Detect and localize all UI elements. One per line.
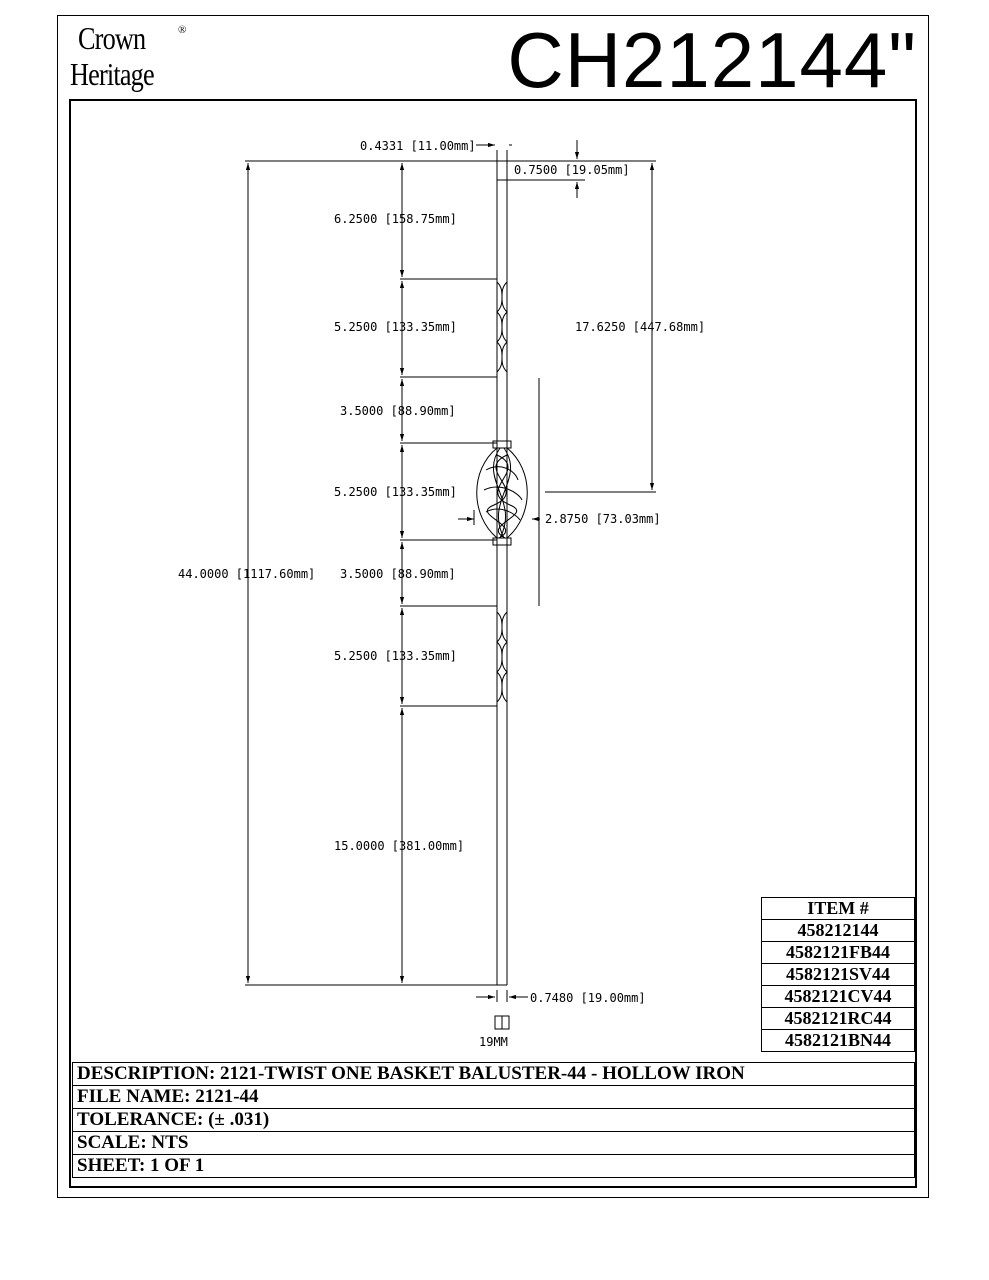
top-length-label: 0.7500 [19.05mm]	[514, 163, 630, 177]
bottom-width-dimension-line	[476, 990, 528, 1002]
sheet-row: SHEET: 1 OF 1	[72, 1154, 915, 1178]
lower-collar	[492, 537, 512, 546]
segment-4-label: 5.2500 [133.35mm]	[334, 485, 457, 499]
description-row: DESCRIPTION: 2121-TWIST ONE BASKET BALUS…	[72, 1062, 915, 1086]
to-basket-dimension-line	[507, 160, 656, 493]
top-width-label: 0.4331 [11.00mm]	[360, 139, 476, 153]
top-width-dimension-line	[476, 142, 512, 161]
tolerance-row: TOLERANCE: (± .031)	[72, 1108, 915, 1132]
lower-twist	[496, 611, 508, 703]
cross-section-symbol	[494, 1015, 510, 1030]
crown-heritage-logo: Crown Heritage ®	[70, 20, 200, 100]
item-row: 4582121FB44	[761, 941, 915, 964]
item-row: 4582121RC44	[761, 1007, 915, 1030]
overall-dimension-line	[245, 160, 497, 986]
overall-length-label: 44.0000 [1117.60mm]	[178, 567, 315, 581]
basket	[476, 447, 528, 539]
item-row: 4582121SV44	[761, 963, 915, 986]
part-number-title: CH212144"	[507, 16, 917, 104]
basket-width-label: 2.8750 [73.03mm]	[545, 512, 661, 526]
segment-5-label: 3.5000 [88.90mm]	[340, 567, 456, 581]
segment-dimension-chain	[399, 163, 497, 983]
item-table-header: ITEM #	[761, 897, 915, 920]
item-row: 458212144	[761, 919, 915, 942]
segment-3-label: 3.5000 [88.90mm]	[340, 404, 456, 418]
baluster-shaft	[496, 160, 508, 986]
segment-7-label: 15.0000 [381.00mm]	[334, 839, 464, 853]
drawing-sheet	[57, 15, 929, 1198]
segment-1-label: 6.2500 [158.75mm]	[334, 212, 457, 226]
bottom-width-label: 0.7480 [19.00mm]	[530, 991, 646, 1005]
item-row: 4582121BN44	[761, 1029, 915, 1052]
upper-collar	[492, 440, 512, 449]
item-row: 4582121CV44	[761, 985, 915, 1008]
segment-6-label: 5.2500 [133.35mm]	[334, 649, 457, 663]
logo-line-1: Crown	[78, 20, 146, 56]
item-number-table: ITEM # 458212144 4582121FB44 4582121SV44…	[761, 897, 915, 1052]
drawing-frame	[69, 99, 917, 1188]
basket-width-dimension-line	[458, 510, 540, 525]
top-length-dimension-line	[507, 140, 585, 198]
logo-line-2: Heritage	[70, 56, 155, 92]
segment-2-label: 5.2500 [133.35mm]	[334, 320, 457, 334]
title-block: DESCRIPTION: 2121-TWIST ONE BASKET BALUS…	[72, 1062, 915, 1178]
section-label: 19MM	[479, 1035, 508, 1049]
upper-twist	[496, 281, 508, 373]
to-basket-label: 17.6250 [447.68mm]	[575, 320, 705, 334]
file-name-row: FILE NAME: 2121-44	[72, 1085, 915, 1109]
logo-registered-mark: ®	[178, 24, 187, 36]
scale-row: SCALE: NTS	[72, 1131, 915, 1155]
